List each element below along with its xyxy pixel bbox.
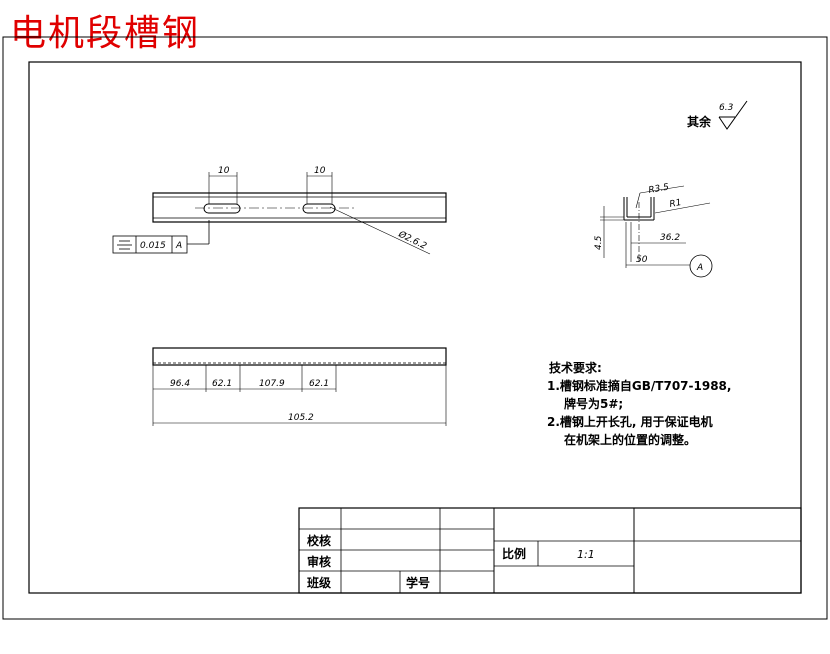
notes-line1: 1.槽钢标准摘自GB/T707-1988,	[547, 378, 731, 393]
dim-50: 50	[636, 255, 648, 265]
technical-notes: 技术要求: 1.槽钢标准摘自GB/T707-1988, 牌号为5#; 2.槽钢上…	[547, 360, 731, 447]
inner-frame	[28, 61, 802, 594]
notes-line2: 牌号为5#;	[564, 396, 623, 411]
dim-hole: Ø2.6.2	[396, 228, 429, 252]
dim-slot-right: 10	[314, 166, 326, 176]
dim-bottom-3: 107.9	[259, 379, 285, 389]
dim-r1: R1	[669, 198, 683, 210]
notes-heading: 技术要求:	[549, 360, 602, 375]
dim-45: 4.5	[594, 235, 604, 250]
notes-line4: 在机架上的位置的调整。	[564, 432, 696, 447]
tb-scale-value: 1:1	[577, 548, 595, 561]
bottom-view: 96.4 62.1 107.9 62.1 105.2	[152, 347, 447, 426]
tb-student-no-label: 学号	[406, 575, 430, 590]
dim-bottom-4: 62.1	[309, 379, 329, 389]
roughness-symbol: 其余 6.3	[687, 100, 748, 130]
roughness-value: 6.3	[719, 103, 734, 113]
section-view: R3.5 R1 4.5 36.2 50 A	[594, 182, 713, 278]
dim-r35: R3.5	[648, 182, 670, 195]
notes-line3: 2.槽钢上开长孔, 用于保证电机	[547, 414, 713, 429]
front-view: 10 10 Ø2.6.2 0.015 A	[112, 166, 447, 255]
tb-check-label: 校核	[307, 533, 331, 548]
tolerance-value: 0.015	[140, 241, 166, 251]
dim-bottom-2: 62.1	[212, 379, 232, 389]
title-block: 校核 审核 班级 学号 比例 1:1	[298, 507, 802, 594]
tolerance-datum: A	[175, 241, 182, 251]
document-title: 电机段槽钢	[10, 13, 201, 54]
dim-slot-left: 10	[218, 166, 230, 176]
tb-review-label: 审核	[307, 554, 331, 569]
tb-scale-label: 比例	[502, 546, 526, 561]
datum-a-circle: A	[696, 263, 703, 273]
tb-class-label: 班级	[307, 575, 331, 590]
dim-362: 36.2	[660, 233, 680, 243]
outer-frame	[2, 36, 828, 620]
dim-bottom-1: 96.4	[170, 379, 190, 389]
dim-overall: 105.2	[288, 413, 314, 423]
roughness-label: 其余	[687, 114, 712, 129]
